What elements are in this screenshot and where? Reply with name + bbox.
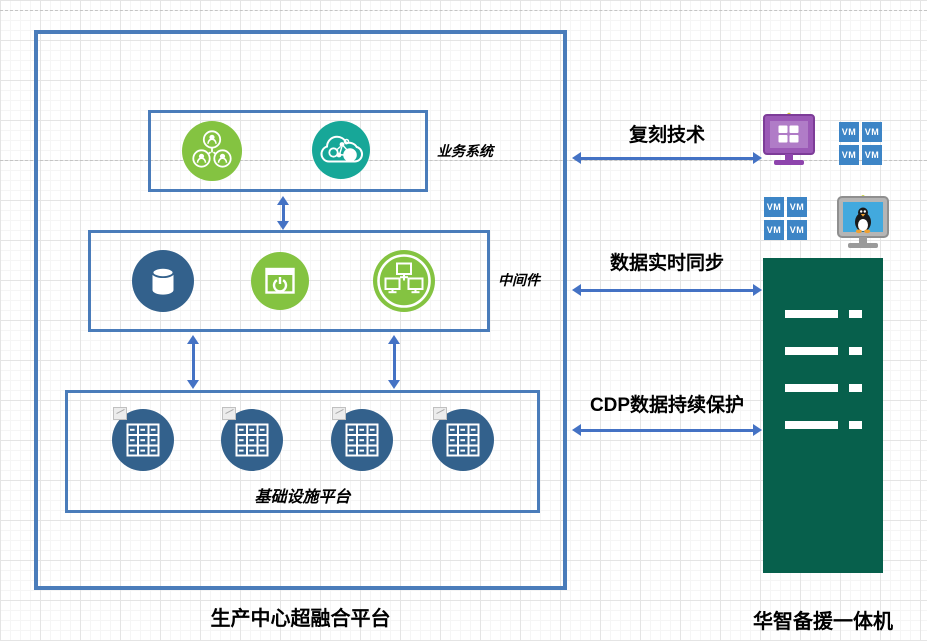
- appliance-slot-bar: [785, 347, 838, 355]
- business-system-box: [148, 110, 428, 192]
- thumbnail-placeholder-icon: [332, 407, 346, 420]
- database-icon: [132, 250, 194, 312]
- replication-link-arrow: [572, 152, 762, 164]
- vm-tile: VM: [862, 145, 882, 165]
- appliance-slot-led: [849, 421, 862, 429]
- cdp-link-label: CDP数据持续保护: [589, 395, 745, 416]
- page-guide-line: [0, 10, 927, 11]
- connector-middleware-infra-left: [187, 335, 199, 389]
- cdp-link-arrow: [572, 424, 762, 436]
- connector-business-middleware: [277, 196, 289, 230]
- production-platform-box: [34, 30, 567, 590]
- business-system-label: 业务系统: [437, 143, 493, 159]
- network-icon: [373, 250, 435, 312]
- vm-tile: VM: [764, 220, 784, 240]
- appliance-slot-bar: [785, 421, 838, 429]
- connector-middleware-infra-right: [388, 335, 400, 389]
- infrastructure-box: [65, 390, 540, 513]
- cloud-network-icon: [312, 121, 370, 179]
- thumbnail-placeholder-icon: [433, 407, 447, 420]
- vm-tile: VM: [787, 197, 807, 217]
- appliance-slot-led: [849, 347, 862, 355]
- vm-tile: VM: [862, 122, 882, 142]
- backup-appliance-tower: [763, 258, 883, 573]
- appliance-slot-led: [849, 310, 862, 318]
- windows-monitor-icon: [761, 112, 817, 170]
- infrastructure-label: 基础设施平台: [254, 489, 351, 506]
- middleware-label: 中间件: [498, 272, 540, 288]
- page-guide-line: [0, 160, 927, 161]
- appliance-slot-bar: [785, 384, 838, 392]
- appliance-slot-bar: [785, 310, 838, 318]
- realtime-sync-link-arrow: [572, 284, 762, 296]
- realtime-sync-link-label: 数据实时同步: [609, 253, 724, 274]
- vm-tile: VM: [839, 145, 859, 165]
- backup-appliance-title: 华智备援一体机: [753, 611, 893, 633]
- vm-grid-bottom: VM VM VM VM: [764, 197, 807, 240]
- vm-tile: VM: [839, 122, 859, 142]
- thumbnail-placeholder-icon: [222, 407, 236, 420]
- appliance-slot-led: [849, 384, 862, 392]
- vm-grid-top: VM VM VM VM: [839, 122, 882, 165]
- user-group-icon: [182, 121, 242, 181]
- replication-link-label: 复刻技术: [628, 125, 705, 146]
- vm-tile: VM: [764, 197, 784, 217]
- middleware-box: [88, 230, 490, 332]
- app-power-icon: [251, 252, 309, 310]
- production-platform-title: 生产中心超融合平台: [210, 608, 391, 630]
- vm-tile: VM: [787, 220, 807, 240]
- linux-monitor-icon: [836, 195, 890, 253]
- thumbnail-placeholder-icon: [113, 407, 127, 420]
